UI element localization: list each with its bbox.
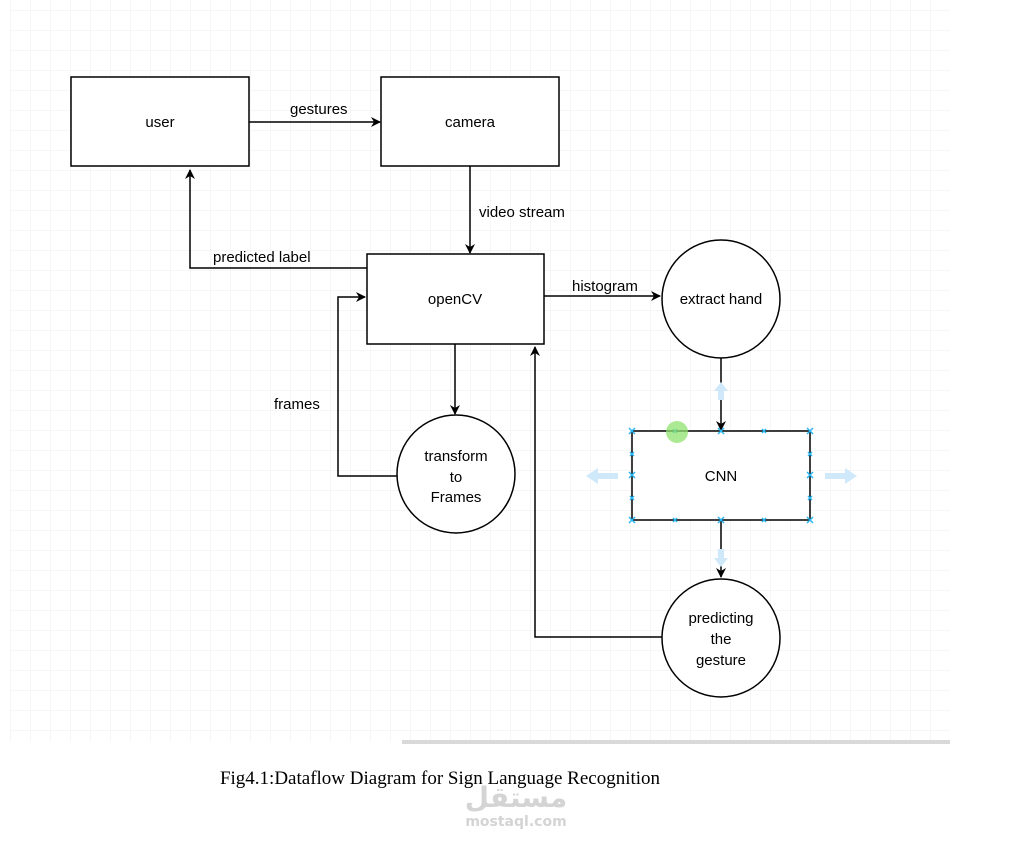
resize-handle[interactable] [628,427,814,524]
edge-label-predicted-label: predicted label [213,249,311,266]
node-predicting-line-3: gesture [696,652,746,669]
edge-label-gestures: gestures [290,101,348,118]
edge-transform-opencv [337,292,397,477]
arrow-down-icon[interactable] [714,549,728,567]
node-cnn-label: CNN [705,468,738,485]
arrow-up-icon[interactable] [714,382,728,400]
node-cnn[interactable]: CNN [631,430,811,521]
arrow-left-icon[interactable] [586,468,618,484]
watermark-arabic: مستقل [464,781,568,814]
node-opencv-label: openCV [428,291,482,308]
node-predicting[interactable]: predicting the gesture [661,578,781,698]
node-transform-line-2: to [450,469,463,486]
node-transform[interactable]: transform to Frames [396,414,516,534]
node-predicting-line-2: the [711,631,732,648]
edge-label-video-stream: video stream [479,204,565,221]
node-user[interactable]: user [70,76,250,167]
node-extract-hand-label: extract hand [680,291,763,308]
node-transform-line-1: transform [424,448,487,465]
watermark-logo: مستقل mostaql.com [454,781,578,829]
edge-label-histogram: histogram [572,278,638,295]
node-transform-line-3: Frames [431,489,482,506]
figure-caption: Fig4.1:Dataflow Diagram for Sign Languag… [219,768,661,789]
watermark-latin: mostaql.com [465,814,567,830]
edge-opencv-user [185,169,367,269]
node-opencv[interactable]: openCV [366,253,545,345]
arrow-right-icon[interactable] [825,468,857,484]
node-user-label: user [145,114,174,131]
node-camera[interactable]: camera [380,76,560,167]
connection-highlight[interactable] [666,421,688,443]
node-camera-label: camera [445,114,496,131]
node-extract-hand[interactable]: extract hand [661,239,781,359]
edge-predicting-opencv [530,346,662,638]
selection-overlay[interactable] [628,427,814,524]
scrollbar-strip[interactable] [402,740,950,744]
node-predicting-line-1: predicting [688,610,753,627]
quick-connect-arrows[interactable] [586,382,857,567]
edge-label-frames: frames [274,396,320,413]
